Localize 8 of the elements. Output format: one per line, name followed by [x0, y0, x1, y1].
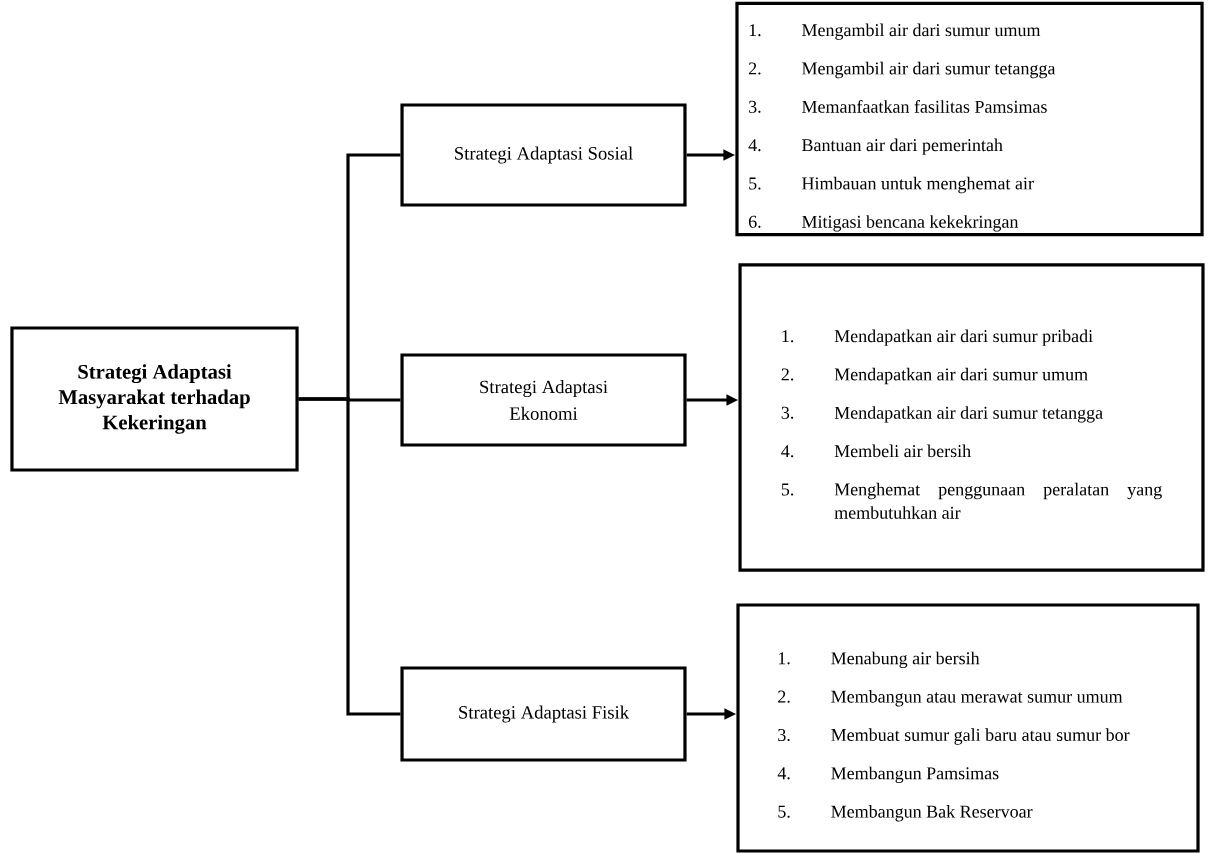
strategy-box: Strategi Adaptasi Fisik — [400, 666, 687, 762]
main-topic-box: Strategi Adaptasi Masyarakat terhadap Kekeringan — [10, 326, 299, 472]
list-box: 1. Mengambil air dari sumur umum 2. Mengambil air dari sumur tetangga 3. Memanfaatkan fasilitas Pamsimas 4. Bantuan air dari pemerintah 5. Himbauan untuk menghemat air 6. Mitigasi bencana kekekringan — [735, 1, 1204, 237]
connector-line — [298, 397, 401, 716]
strategy-box: Strategi Adaptasi Sosial — [400, 103, 687, 207]
list-box: 1. Mendapatkan air dari sumur pribadi 2. Mendapatkan air dari sumur umum 3. Mendapatkan air dari sumur tetangga 4. Membeli air bersih 5. Menghemat penggunaan peralatan yang membutuhkan air — [738, 263, 1205, 572]
strategy-box: Strategi Adaptasi Ekonomi — [400, 353, 687, 447]
list-box: 1. Menabung air bersih 2. Membangun atau merawat sumur umum 3. Membuat sumur gali baru atau sumur bor 4. Membangun Pamsimas 5. Membangun Bak Reservoar — [736, 603, 1200, 853]
